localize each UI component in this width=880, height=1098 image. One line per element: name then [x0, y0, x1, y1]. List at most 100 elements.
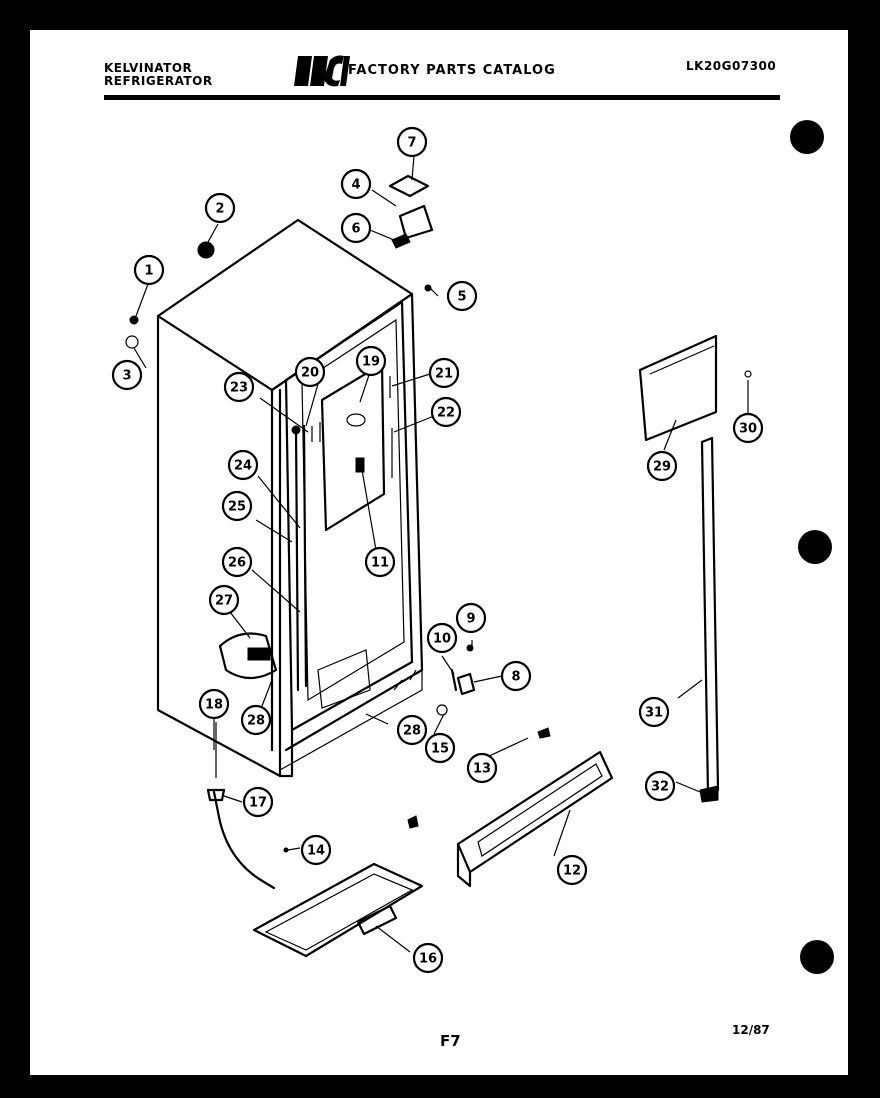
callout-bubble: [426, 622, 458, 654]
callout-label: 3: [122, 369, 131, 384]
callout-label: 12: [563, 864, 581, 879]
callout-18: 18: [198, 688, 230, 720]
catalog-date: 12/87: [732, 1023, 770, 1037]
callout-31: 31: [638, 696, 670, 728]
callout-label: 2: [215, 202, 224, 217]
callout-bubble: [500, 660, 532, 692]
wci-logo-mark: [294, 55, 350, 87]
callout-21: 21: [428, 357, 460, 389]
callout-label: 25: [228, 500, 246, 515]
callout-bubble: [221, 490, 253, 522]
callout-17: 17: [242, 786, 274, 818]
callout-25: 25: [221, 490, 253, 522]
callout-bubble: [300, 834, 332, 866]
page-number: F7: [440, 1032, 461, 1050]
callout-4: 4: [340, 168, 372, 200]
callout-10: 10: [426, 622, 458, 654]
callout-1: 1: [133, 254, 165, 286]
callout-bubble: [227, 449, 259, 481]
callout-bubble: [446, 280, 478, 312]
callout-label: 30: [739, 422, 757, 437]
product-type: REFRIGERATOR: [104, 74, 213, 88]
door-gasket: [699, 436, 720, 803]
callout-bubble: [221, 546, 253, 578]
callout-bubble: [294, 356, 326, 388]
callout-30: 30: [732, 412, 764, 444]
callout-14: 14: [300, 834, 332, 866]
evaporator-cover: [320, 362, 386, 532]
callout-7: 7: [396, 126, 428, 158]
callout-label: 10: [433, 632, 451, 647]
catalog-number: LK20G07300: [686, 59, 777, 73]
callout-24: 24: [227, 449, 259, 481]
callout-label: 28: [247, 714, 265, 729]
callout-bubble: [223, 371, 255, 403]
mullion-rails: [294, 376, 393, 692]
punch-hole: [800, 940, 834, 974]
callout-label: 22: [437, 406, 455, 421]
callout-label: 26: [228, 556, 246, 571]
callout-label: 29: [653, 460, 671, 475]
drain-pan: [252, 862, 424, 958]
callout-label: 11: [371, 556, 389, 571]
callout-2: 2: [204, 192, 236, 224]
callout-bubble: [242, 786, 274, 818]
callout-label: 20: [301, 366, 319, 381]
callout-22: 22: [430, 396, 462, 428]
callout-label: 28: [403, 724, 421, 739]
punch-hole: [790, 120, 824, 154]
callout-26: 26: [221, 546, 253, 578]
callout-label: 6: [351, 222, 360, 237]
header-rule: [104, 95, 780, 100]
callout-label: 9: [466, 612, 475, 627]
callout-bubble: [340, 168, 372, 200]
catalog-page: KELVINATOR REFRIGERATOR FACTORY PARTS CA…: [30, 30, 848, 1075]
callout-12: 12: [556, 854, 588, 886]
hinge-parts-top: [388, 174, 434, 292]
callout-19: 19: [355, 345, 387, 377]
cabinet-shell: [156, 218, 424, 778]
callout-bubble: [240, 704, 272, 736]
callout-bubble: [340, 212, 372, 244]
callout-label: 17: [249, 796, 267, 811]
callout-9: 9: [455, 602, 487, 634]
callout-label: 31: [645, 706, 663, 721]
callout-bubble: [355, 345, 387, 377]
callout-bubble: [732, 412, 764, 444]
callout-8: 8: [500, 660, 532, 692]
callout-label: 13: [473, 762, 491, 777]
callout-bubble: [430, 396, 462, 428]
callout-label: 18: [205, 698, 223, 713]
callout-bubble: [204, 192, 236, 224]
toe-grille: [407, 727, 614, 888]
callout-13: 13: [466, 752, 498, 784]
callout-label: 24: [234, 459, 252, 474]
callout-32: 32: [644, 770, 676, 802]
callout-label: 4: [351, 178, 360, 193]
callout-bubble: [638, 696, 670, 728]
callout-bubble: [644, 770, 676, 802]
punch-hole: [798, 530, 832, 564]
leader-lines: [133, 155, 749, 953]
callout-label: 27: [215, 594, 233, 609]
callout-label: 15: [431, 742, 449, 757]
callout-15: 15: [424, 732, 456, 764]
callout-label: 21: [435, 367, 453, 382]
callout-bubble: [133, 254, 165, 286]
callout-3: 3: [111, 359, 143, 391]
callout-20: 20: [294, 356, 326, 388]
callout-bubble: [198, 688, 230, 720]
wci-logo: [294, 55, 350, 87]
callout-bubble: [412, 942, 444, 974]
drain-and-damper: [218, 632, 371, 709]
catalog-title: FACTORY PARTS CATALOG: [348, 63, 556, 78]
callout-bubble: [455, 602, 487, 634]
drain-tube: [206, 722, 276, 890]
callout-label: 1: [144, 264, 153, 279]
callout-label: 32: [651, 780, 669, 795]
callout-label: 16: [419, 952, 437, 967]
brand-block: KELVINATOR REFRIGERATOR: [104, 62, 213, 88]
callout-label: 23: [230, 381, 248, 396]
door-handle-trim: [638, 334, 752, 442]
